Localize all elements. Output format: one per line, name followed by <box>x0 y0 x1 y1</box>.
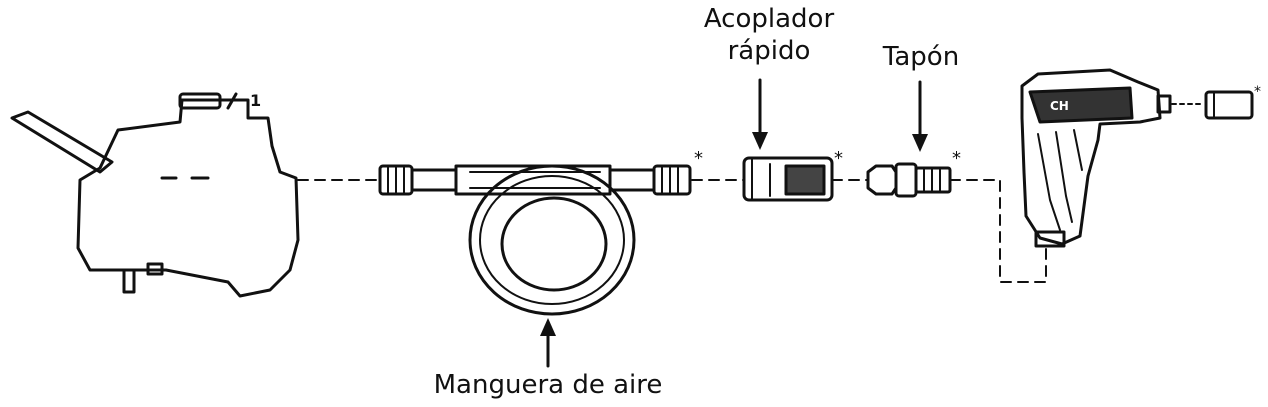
asterisk-hose: * <box>694 148 703 169</box>
air-hose <box>378 164 692 316</box>
label-hose: Manguera de aire <box>433 370 663 400</box>
air-compressor: 1 <box>10 91 300 298</box>
label-plug: Tapón <box>882 42 960 72</box>
arrows <box>540 78 928 368</box>
air-plug <box>866 162 952 198</box>
asterisk-plug: * <box>952 148 961 169</box>
socket <box>1204 90 1254 120</box>
quick-coupler <box>742 156 834 202</box>
tool-logo: CH <box>1050 99 1069 113</box>
compressor-number: 1 <box>250 91 261 110</box>
label-coupler-line1: Acoplador <box>703 4 835 34</box>
asterisk-coupler: * <box>834 148 843 169</box>
impact-wrench: CH <box>1020 68 1172 248</box>
connection-lines <box>297 103 1205 283</box>
label-coupler-line2: rápido <box>727 36 811 66</box>
asterisk-socket: * <box>1254 84 1261 100</box>
